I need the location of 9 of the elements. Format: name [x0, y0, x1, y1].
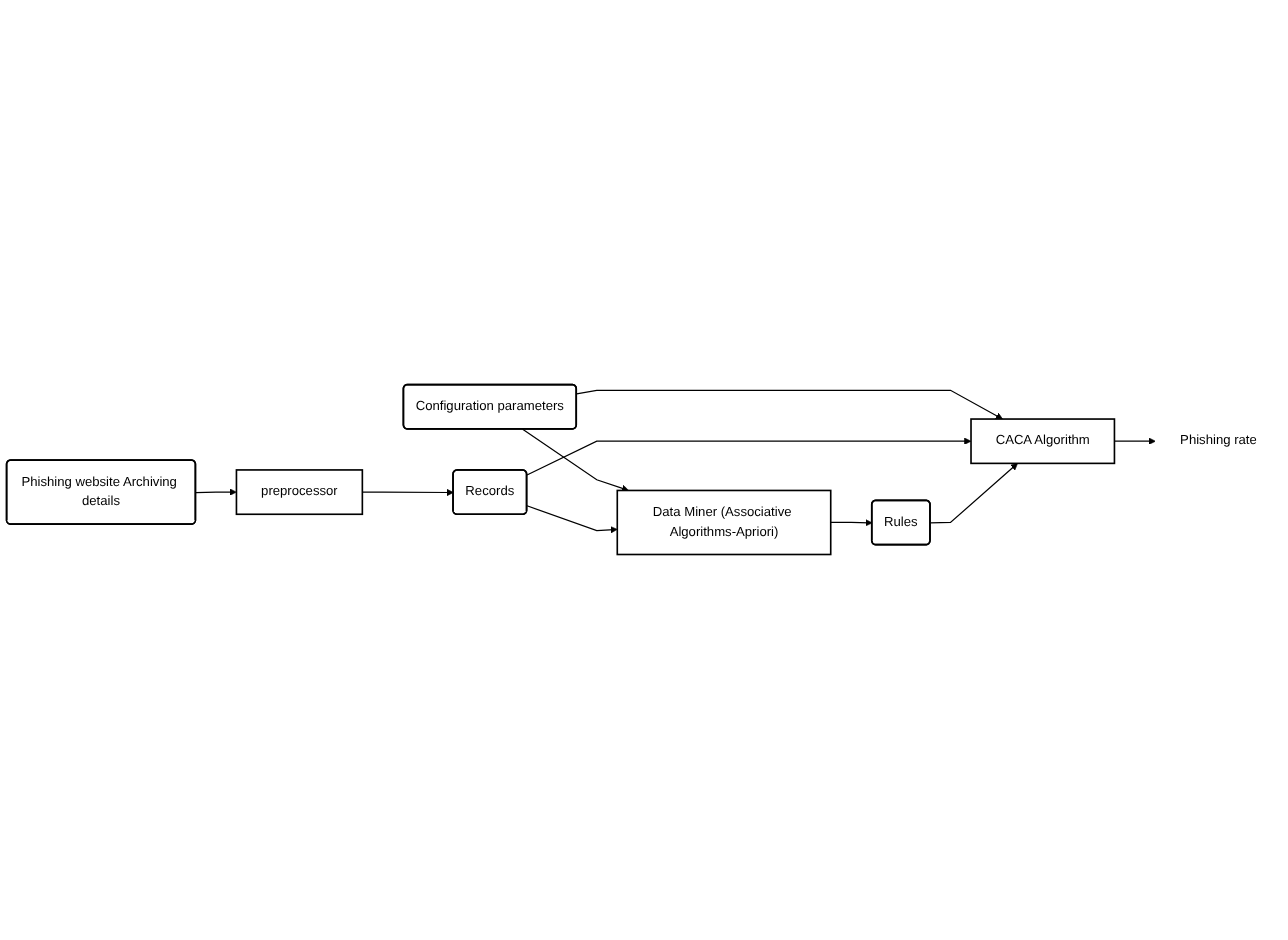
arrow — [929, 463, 1018, 524]
arrow — [1113, 438, 1156, 446]
arrow — [576, 390, 1003, 420]
arrow — [522, 429, 629, 493]
arrow — [830, 519, 873, 527]
arrow — [361, 489, 454, 497]
arrow — [526, 438, 972, 477]
arrow — [195, 488, 237, 497]
arrow — [526, 505, 618, 534]
